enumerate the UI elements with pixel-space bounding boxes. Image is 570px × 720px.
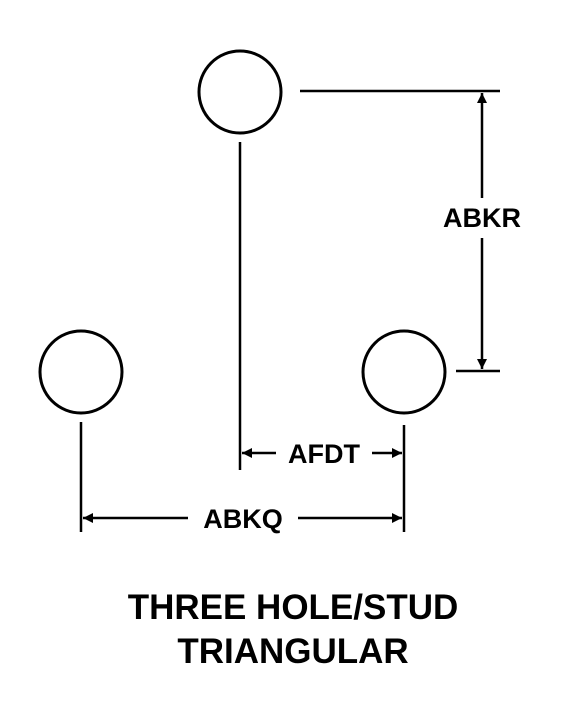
hole-bottom-right <box>361 329 447 415</box>
hole-bottom-left <box>38 329 124 415</box>
dimension-label-abkq: ABKQ <box>203 504 283 534</box>
dimension-label-afdt: AFDT <box>288 439 360 469</box>
hole-top <box>197 49 283 135</box>
diagram-title-line-2: TRIANGULAR <box>177 632 408 671</box>
diagram-title-line-1: THREE HOLE/STUD <box>128 588 459 627</box>
dimension-label-abkr: ABKR <box>443 203 521 233</box>
